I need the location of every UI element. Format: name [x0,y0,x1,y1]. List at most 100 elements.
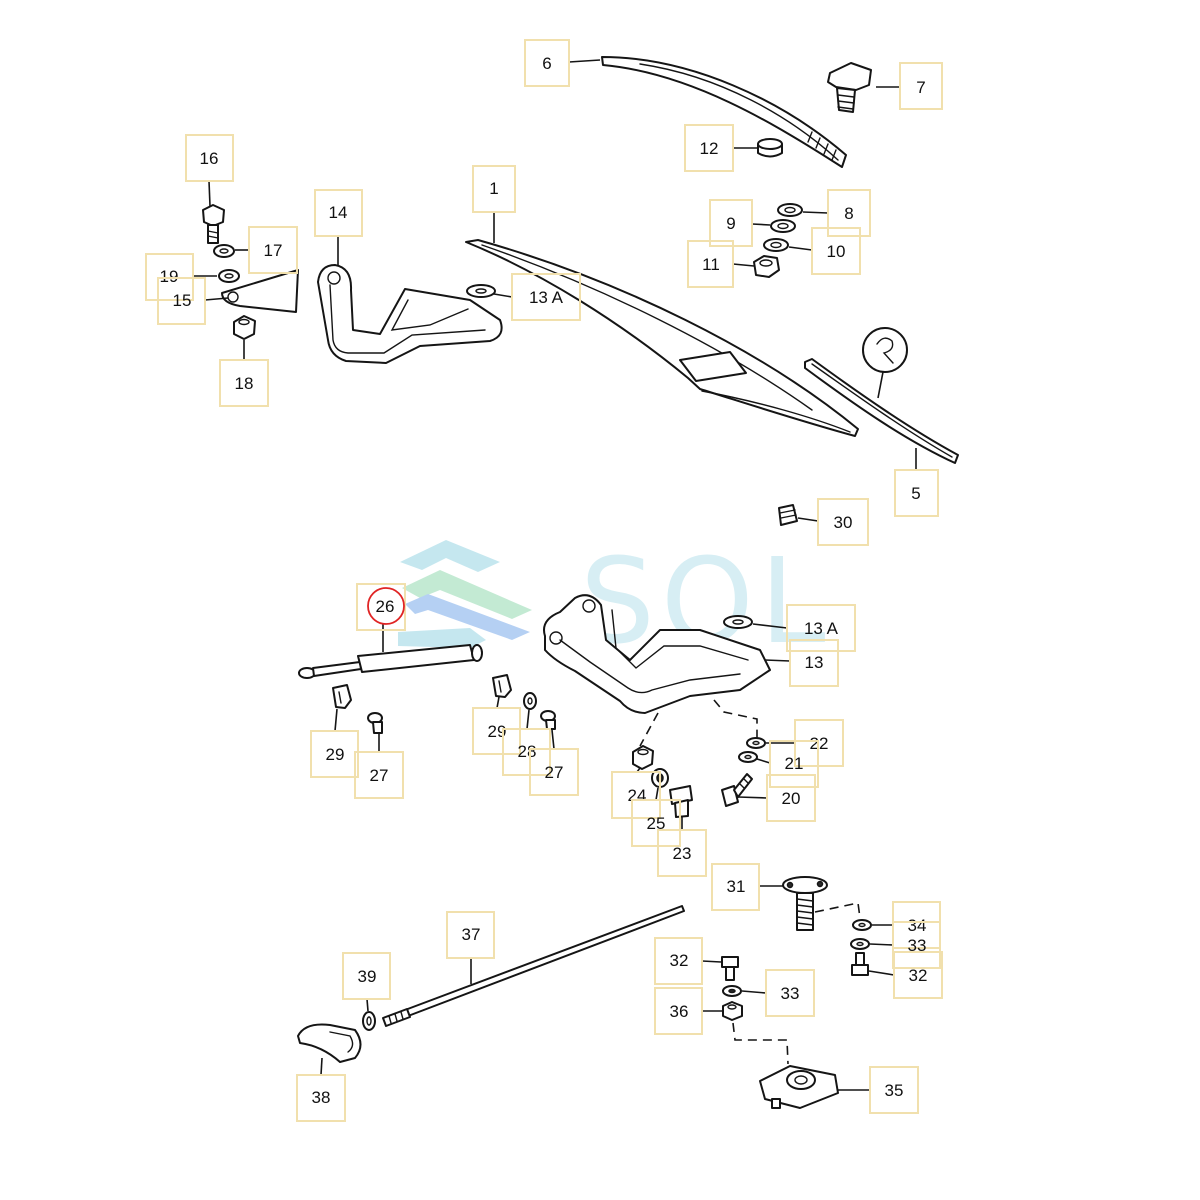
leader-line [756,758,771,764]
part-22-hole [752,740,760,746]
callout-box [611,771,661,819]
callout-35: 35 [838,1066,919,1114]
part-6-ribs [807,131,837,161]
callout-16: 16 [185,134,234,207]
part-1-vent [679,351,747,382]
callout-34: 34 [872,901,941,949]
callout-11: 11 [687,240,755,288]
part-33-washer-right [850,938,870,950]
part-29-clip-left [332,684,352,709]
part-20-bolt [721,773,753,807]
part-20-thread [739,778,749,789]
leader-line [701,960,722,963]
part-14-hinge [317,264,503,364]
callout-box [766,774,816,822]
part-32-bolt-lower [721,956,739,981]
part-35-stud [771,1098,781,1109]
part-1-lid [465,239,859,437]
part-13a-ring-lower [723,615,753,629]
callout-number: 19 [160,267,179,286]
callout-20: 20 [737,774,816,822]
leader-line [204,297,229,301]
part-6-inner-line [639,63,839,161]
part-29-clip-right [492,674,512,698]
part-16-head [202,204,225,227]
part-27-pin-right [540,710,556,730]
part-13-hole-top [582,599,596,613]
callout-box [502,728,551,776]
callout-number: 32 [670,951,689,970]
callout-box [769,740,819,788]
callout-number: 26 [376,597,395,616]
callout-number: 36 [670,1002,689,1021]
part-17-washer [213,244,235,258]
callout-28: 28 [502,709,551,776]
leader-line [764,659,791,662]
part-38-inner [329,1031,354,1053]
part-11-hole [759,259,773,267]
part-33-washer-lower [722,985,742,997]
callout-number: 33 [781,984,800,1003]
part-19-washer [218,269,240,283]
part-15-outline [221,269,299,313]
part-32-lower-head [721,956,739,968]
part-36-nut [722,1001,743,1021]
part-21-ring [738,751,758,763]
callout-number: 11 [702,255,720,274]
callout-38: 38 [296,1057,346,1122]
part-11-nut [753,255,780,278]
callout-32-right: 32 [868,951,943,999]
part-35-bore [794,1075,808,1085]
callout-box [709,199,753,247]
part-1-lower-edge [701,390,851,433]
part-28-ring [523,692,537,710]
part-29-right-outline [492,674,512,698]
callout-number: 34 [908,916,927,935]
part-26-cylinder [357,644,475,673]
callout-box [185,134,234,182]
part-17-hole [219,248,229,254]
callout-number: 38 [312,1088,331,1107]
callout-number: 18 [235,374,254,393]
callout-27-right: 27 [529,729,579,796]
part-18-nut [233,315,256,340]
callout-37: 37 [446,911,495,984]
callout-30: 30 [797,498,869,546]
callout-number: 13 [805,653,824,672]
leader-line [655,787,659,801]
callout-number: 16 [200,149,219,168]
part-10-ring [763,238,789,252]
part-32-right-shank [855,952,865,966]
leader-line [741,990,767,994]
part-34-hole [858,922,866,928]
callout-box [314,189,363,237]
callout-25: 25 [631,787,681,847]
callout-39: 39 [342,952,391,1012]
callout-number: 35 [885,1081,904,1100]
part-10-washer [763,238,789,252]
part-27-pin-left [367,712,383,734]
callout-31: 31 [711,863,783,911]
part-31-rivet-left [786,881,794,889]
part-10-hole [770,241,782,249]
callout-number: 7 [916,78,925,97]
part-15-plate [221,269,299,313]
callout-box [511,273,581,321]
part-31-striker [782,876,828,931]
leader-line [551,729,555,750]
callout-box [869,1066,919,1114]
callout-29-right: 29 [472,696,521,755]
part-13-outline [543,594,771,714]
callout-number: 28 [518,742,537,761]
callout-number: 27 [370,766,389,785]
part-35-boss [786,1070,816,1090]
part-30-ribs [779,509,797,519]
leader-line [208,180,211,207]
part-37-rod [382,905,685,1027]
part-31-coils [796,898,814,926]
part-29-left-outline [332,684,352,709]
callout-box [817,498,869,546]
callout-box [894,469,939,517]
leader-line [797,517,819,522]
part-29-left-slot [338,691,342,704]
